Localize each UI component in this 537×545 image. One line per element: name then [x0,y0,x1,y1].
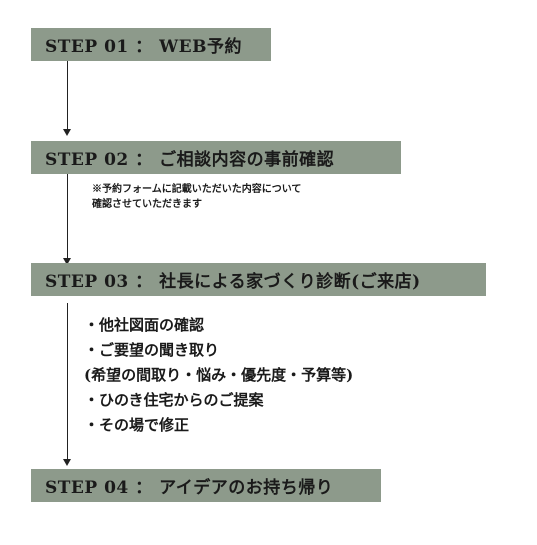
list-item: ・ひのき住宅からのご提案 [84,391,264,409]
arrow-down-icon [63,258,71,265]
step-04-label: STEP 04 ： アイデアのお持ち帰り [45,478,334,498]
step-04-box: STEP 04 ： アイデアのお持ち帰り [31,469,381,502]
step-03-label: STEP 03 ： 社長による家づくり診断(ご来店) [45,272,421,292]
connector-line-2-3 [67,174,68,260]
step-01-label: STEP 01 ： WEB予約 [45,37,242,57]
step-02-label: STEP 02 ： ご相談内容の事前確認 [45,150,335,170]
step-02-note-line: ※予約フォームに記載いただいた内容について [92,184,302,195]
arrow-down-icon [63,129,71,136]
step-02-note: ※予約フォームに記載いただいた内容について 確認させていただきます [92,182,301,212]
list-item: ・他社図面の確認 [84,316,205,334]
step-02-box: STEP 02 ： ご相談内容の事前確認 [31,141,401,174]
step-03-box: STEP 03 ： 社長による家づくり診断(ご来店) [31,263,486,296]
list-item: ・ご要望の聞き取り [84,341,220,359]
arrow-down-icon [63,459,71,466]
list-item: (希望の間取り・悩み・優先度・予算等) [84,366,354,384]
connector-line-1-2 [67,61,68,129]
step-01-box: STEP 01 ： WEB予約 [31,28,271,61]
connector-line-3-4 [67,303,68,461]
step-03-items: ・他社図面の確認 ・ご要望の聞き取り (希望の間取り・悩み・優先度・予算等) ・… [84,313,353,438]
list-item: ・その場で修正 [84,416,190,434]
step-02-note-line: 確認させていただきます [92,199,202,210]
